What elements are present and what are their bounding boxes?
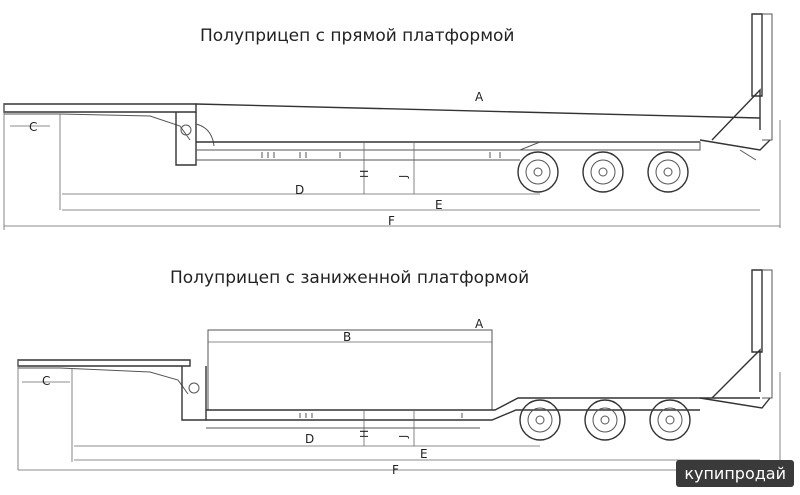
label-E-top: E	[435, 198, 443, 212]
title-lowered-platform: Полуприцеп с заниженной платформой	[170, 268, 530, 288]
title-straight-platform: Полуприцеп с прямой платформой	[200, 26, 515, 46]
label-A-bottom: A	[475, 317, 484, 331]
gooseneck-deck-bottom	[17, 359, 191, 367]
wheel-group-top	[517, 151, 689, 193]
main-deck	[195, 103, 761, 143]
lowered-deck	[206, 397, 760, 411]
label-F-bottom: F	[392, 463, 399, 477]
gooseneck-deck-top	[3, 103, 197, 113]
label-E-bottom: E	[420, 447, 428, 461]
trailer-lowered	[17, 269, 781, 471]
label-C-bottom: C	[42, 374, 50, 388]
label-D-bottom: D	[305, 432, 314, 446]
watermark-logo: купипродай	[676, 460, 794, 487]
label-J-bottom: J	[397, 435, 410, 439]
label-D-top: D	[295, 183, 304, 197]
label-H-top: H	[358, 170, 371, 178]
label-F-top: F	[388, 214, 395, 228]
label-J-top: J	[397, 175, 410, 179]
rear-ramp	[699, 88, 771, 151]
wheel-group-bottom	[519, 399, 691, 441]
label-C-top: C	[29, 120, 37, 134]
label-B-bottom: B	[343, 330, 351, 344]
trailer-straight	[3, 13, 781, 230]
label-H-bottom: H	[358, 430, 371, 438]
label-A-top: A	[475, 90, 484, 104]
